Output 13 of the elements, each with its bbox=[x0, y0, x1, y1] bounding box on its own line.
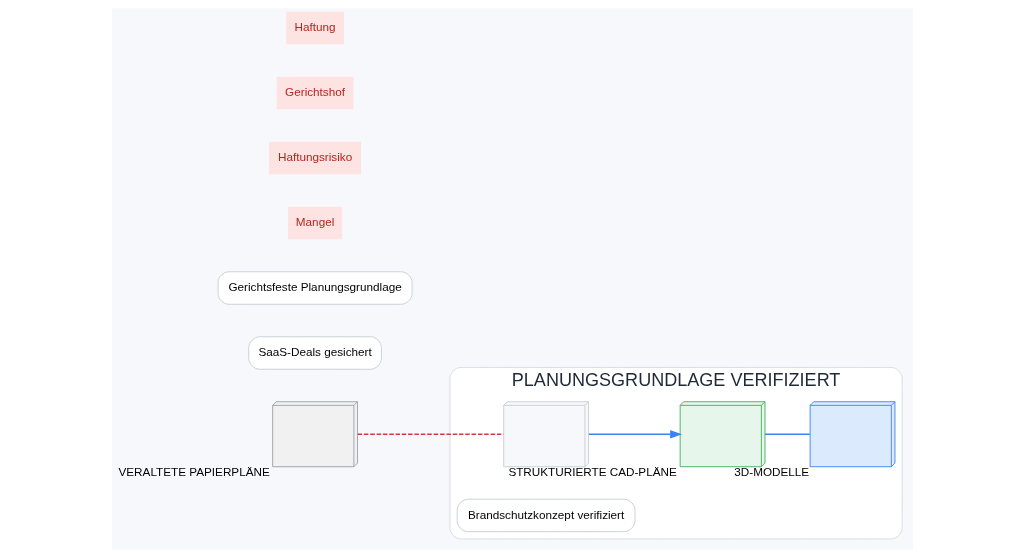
node-label: 3D-MODELLE bbox=[733, 465, 809, 479]
label: Haftungsrisiko bbox=[277, 150, 352, 164]
connector bbox=[763, 433, 810, 435]
arrow bbox=[587, 430, 682, 439]
node-box: Brandschutzkonzept verifiziert bbox=[456, 498, 635, 533]
node-label: STRUKTURIERTE CAD-PLÄNE bbox=[507, 465, 677, 479]
label: Mangel bbox=[295, 215, 334, 229]
node-box: Gerichtsfeste Planungsgrundlage bbox=[217, 271, 413, 305]
node-label: VERALTETE PAPIERPLÄNE bbox=[117, 465, 270, 479]
connector bbox=[356, 433, 504, 435]
node-box: SaaS-Deals gesichert bbox=[247, 336, 382, 370]
label: Haftung bbox=[294, 20, 336, 34]
label: Gerichtshof bbox=[284, 85, 345, 99]
